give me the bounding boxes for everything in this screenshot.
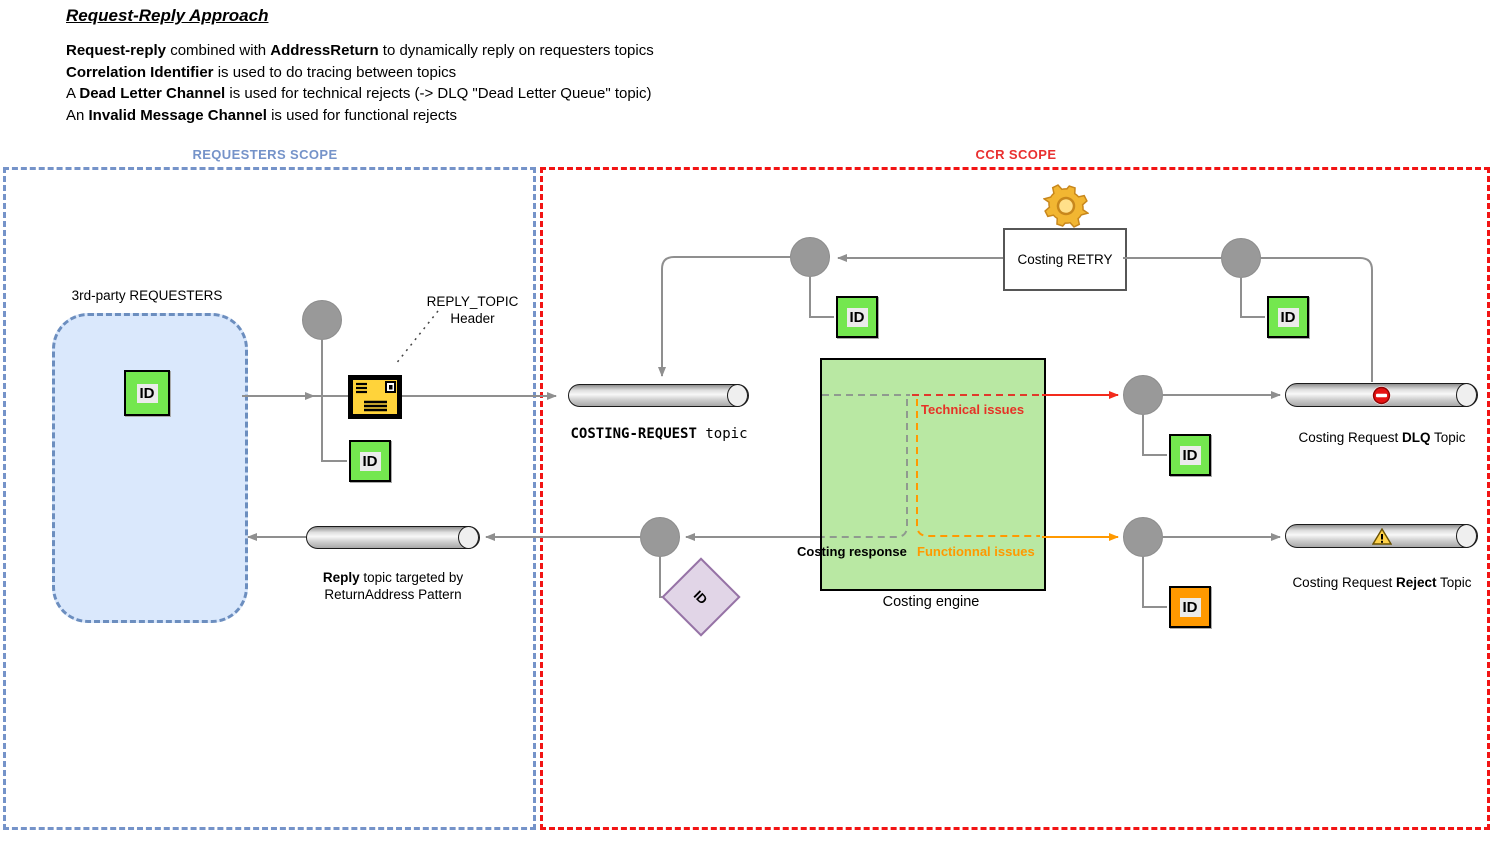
id-badge-label: ID [846, 307, 868, 327]
id-badge-label: ID [1179, 445, 1201, 465]
requesters-scope-label: REQUESTERS SCOPE [192, 147, 338, 162]
no-entry-icon [1372, 385, 1391, 405]
desc2-bold1: Correlation Identifier [66, 63, 214, 81]
reply-topic-label: Reply topic targeted by ReturnAddress Pa… [296, 569, 490, 603]
id-badge-reject: ID [1169, 586, 1211, 628]
junction-circle-reply [640, 517, 680, 557]
desc4-bold1: Invalid Message Channel [88, 106, 267, 124]
reply-topic-annotation: REPLY_TOPIC Header [410, 293, 535, 327]
reject-bold: Reject [1396, 575, 1437, 590]
wire-reject-id-tap [1142, 557, 1167, 608]
wire-retry-id-tap-right [1240, 278, 1265, 318]
dlq-bold: DLQ [1402, 430, 1431, 445]
description-line-4: An Invalid Message Channel is used for f… [66, 105, 654, 127]
wire-engine-response-dashed [822, 399, 908, 538]
description-line-2: Correlation Identifier is used to do tra… [66, 62, 654, 84]
ccr-scope-frame [540, 167, 1490, 830]
page-title: Request-Reply Approach [66, 6, 654, 26]
wire-engine-functional-dashed [916, 399, 1040, 537]
reject-pre: Costing Request [1292, 575, 1396, 590]
id-badge-outgoing: ID [349, 440, 391, 482]
wire-retry-id-tap-left [809, 277, 834, 318]
reject-topic-pipe [1285, 524, 1478, 548]
annotation-dotted-line [394, 310, 439, 366]
costing-engine-box [820, 358, 1046, 591]
desc1-bold2: AddressReturn [270, 42, 379, 59]
reply-topic-rest: topic targeted by [359, 570, 464, 585]
desc1-text2: to dynamically reply on requesters topic… [378, 42, 654, 59]
annotation-line2: Header [450, 311, 495, 326]
warning-icon [1371, 527, 1392, 545]
requesters-box-label: 3rd-party REQUESTERS [71, 288, 223, 303]
junction-circle-reject [1123, 517, 1163, 557]
junction-circle-retry-left [790, 237, 830, 277]
header-block: Request-Reply Approach Request-reply com… [66, 6, 654, 126]
desc1-bold1: Request-reply [66, 42, 167, 59]
description-line-1: Request-reply combined with AddressRetur… [66, 40, 654, 62]
costing-retry-label: Costing RETRY [1017, 252, 1113, 267]
costing-request-suffix: topic [696, 426, 748, 442]
id-badge-retry-left: ID [836, 296, 878, 338]
reply-topic-pipe [306, 526, 480, 549]
costing-request-name: COSTING-REQUEST [570, 426, 697, 442]
dlq-pre: Costing Request [1298, 430, 1403, 445]
dlq-topic-pipe [1285, 383, 1478, 407]
wire-requester-id-tap [321, 340, 347, 462]
costing-retry-box: Costing RETRY [1003, 228, 1127, 291]
reply-topic-line2: ReturnAddress Pattern [324, 587, 462, 602]
gear-icon [1042, 183, 1090, 229]
costing-response-label: Costing response [797, 544, 907, 559]
desc3-text0: A [66, 85, 80, 102]
annotation-line1: REPLY_TOPIC [426, 294, 519, 309]
reject-topic-label: Costing Request Reject Topic [1285, 574, 1479, 591]
id-badge-label: ID [136, 383, 158, 403]
wire-dlq-to-retry-junction [1261, 257, 1373, 382]
envelope-icon [348, 375, 402, 419]
desc4-text0: An [66, 106, 89, 124]
junction-circle-dlq [1123, 375, 1163, 415]
id-badge-label: ID [691, 587, 711, 607]
junction-circle-requester [302, 300, 342, 340]
id-badge-label: ID [1179, 597, 1201, 617]
junction-circle-retry-right [1221, 238, 1261, 278]
costing-engine-label: Costing engine [882, 594, 980, 610]
description-line-3: A Dead Letter Channel is used for techni… [66, 83, 654, 105]
reply-topic-bold: Reply [322, 570, 360, 585]
desc3-bold1: Dead Letter Channel [79, 85, 226, 102]
desc2-text1: is used to do tracing between topics [213, 63, 457, 81]
dlq-post: Topic [1430, 430, 1466, 445]
costing-request-topic-label: COSTING-REQUEST topic [558, 426, 760, 443]
id-badge-label: ID [359, 451, 381, 471]
page-title-text: Request-Reply Approach [66, 6, 269, 25]
ccr-scope-label: CCR SCOPE [975, 147, 1057, 162]
functional-issues-label: Functionnal issues [917, 544, 1035, 559]
id-badge-label: ID [1277, 307, 1299, 327]
dlq-topic-label: Costing Request DLQ Topic [1285, 429, 1479, 446]
id-badge-requester: ID [124, 370, 170, 416]
reply-topic-line1: Reply topic targeted by [296, 569, 490, 586]
costing-request-topic-pipe [568, 384, 749, 407]
reject-post: Topic [1436, 575, 1472, 590]
third-party-requesters-box [52, 313, 248, 623]
wire-dlq-id-tap [1142, 415, 1167, 456]
desc4-text1: is used for functional rejects [266, 106, 457, 124]
requesters-scope-frame [3, 167, 536, 830]
desc1-text1: combined with [166, 42, 271, 59]
id-badge-dlq: ID [1169, 434, 1211, 476]
desc3-text1: is used for technical rejects (-> DLQ "D… [225, 85, 652, 102]
id-badge-retry-right: ID [1267, 296, 1309, 338]
wire-retry-to-request-topic [658, 256, 790, 377]
technical-issues-label: Technical issues [921, 402, 1025, 417]
